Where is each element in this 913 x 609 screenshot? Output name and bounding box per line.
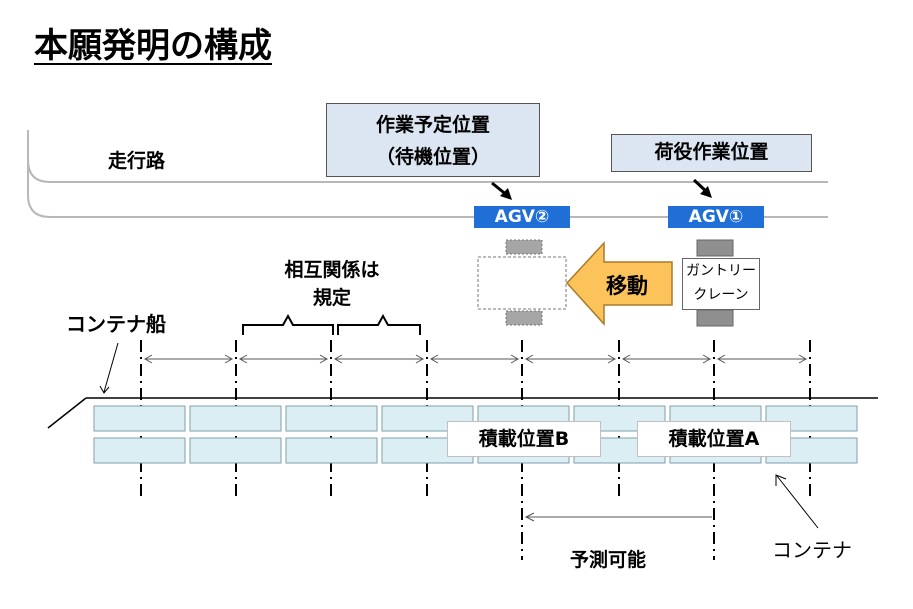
brace-left — [242, 313, 334, 335]
crane-line1: ガントリー — [686, 263, 756, 279]
agv2-wheel-top — [505, 239, 543, 255]
load-position-a-box: 積載位置A — [637, 421, 791, 457]
agv2-wheel-bottom — [505, 310, 543, 326]
agv1-badge: AGV① — [668, 206, 764, 228]
planned-position-line2: （待機位置） — [375, 146, 490, 168]
crane-line2: クレーン — [693, 287, 749, 303]
page-title: 本願発明の構成 — [34, 26, 272, 66]
crane-wheel-bottom — [696, 309, 734, 327]
planned-position-box: 作業予定位置 （待機位置） — [326, 103, 540, 177]
cargo-work-position-box: 荷役作業位置 — [611, 134, 812, 172]
planned-position-line1: 作業予定位置 — [375, 114, 490, 136]
crane-box: ガントリー クレーン — [682, 258, 760, 310]
relation-label: 相互関係は 規定 — [262, 256, 402, 312]
container-label: コンテナ — [772, 538, 852, 562]
brace-right — [337, 313, 421, 335]
spacing-arrows — [143, 354, 808, 364]
relation-line1: 相互関係は — [284, 259, 380, 281]
relation-line2: 規定 — [312, 287, 351, 309]
agv2-ghost-body — [477, 256, 567, 310]
predictable-label: 予測可能 — [570, 549, 647, 571]
road-lower-line — [27, 160, 828, 218]
agv2-badge: AGV② — [474, 206, 570, 228]
container-ship-label: コンテナ船 — [66, 312, 166, 336]
move-label: 移動 — [606, 274, 648, 298]
ship-pointer-line — [103, 342, 119, 393]
ship-hull-edge — [47, 397, 87, 429]
load-position-b-box: 積載位置B — [447, 421, 601, 457]
container-pointer-line — [776, 475, 819, 529]
move-arrow — [565, 241, 673, 326]
crane-wheel-top — [696, 239, 734, 257]
road-label: 走行路 — [108, 150, 166, 172]
